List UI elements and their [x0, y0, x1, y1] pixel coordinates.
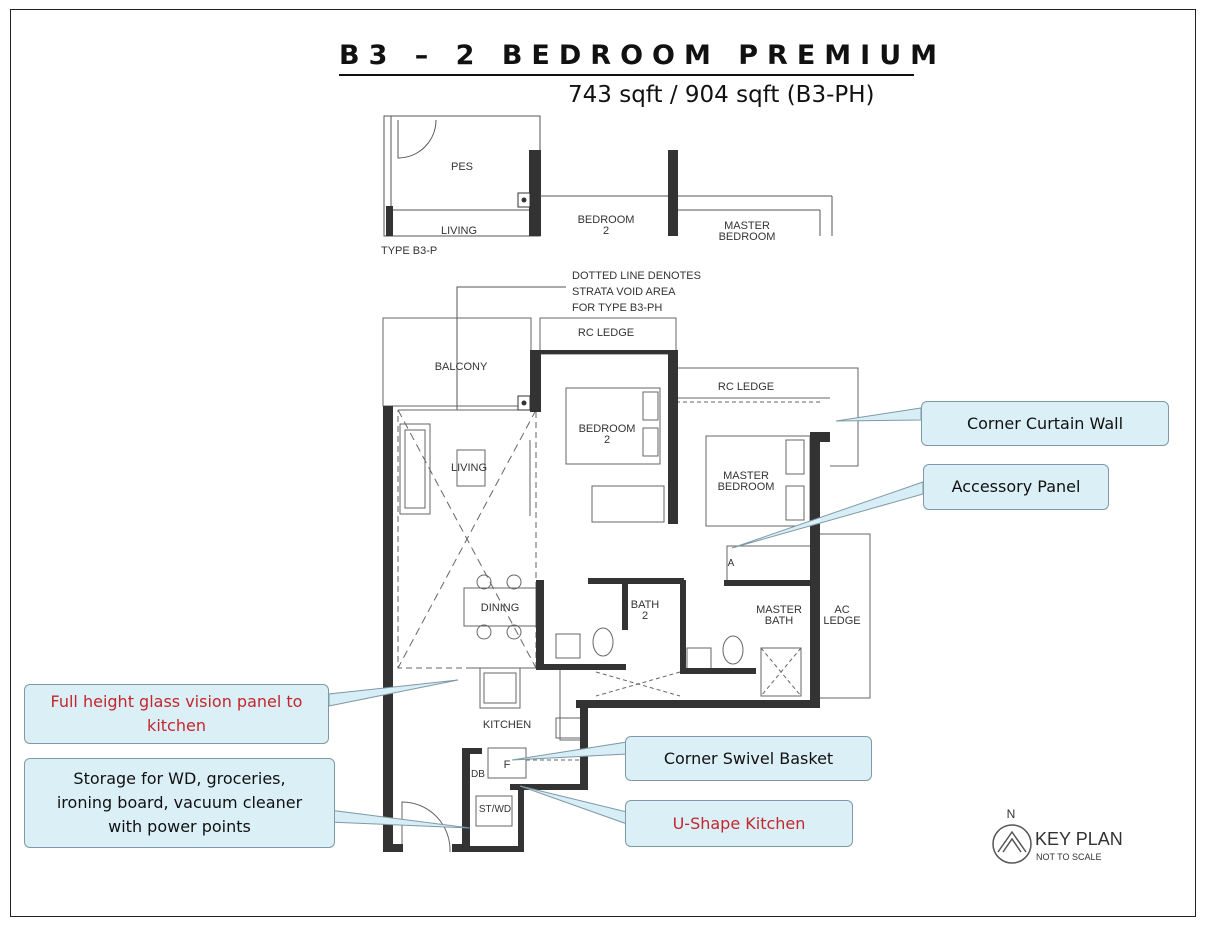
label-type-b3p: TYPE B3-P: [381, 245, 437, 257]
callout-glass-panel: Full height glass vision panel to kitche…: [24, 684, 329, 744]
callout-glass-panel-line-2: kitchen: [147, 716, 206, 735]
label-ac-ledge-2: LEDGE: [823, 615, 860, 627]
callout-swivel-basket: Corner Swivel Basket: [625, 736, 872, 781]
callout-storage-line-3: with power points: [108, 817, 251, 836]
callout-swivel-basket-text: Corner Swivel Basket: [663, 748, 834, 768]
note-leader: [456, 286, 566, 410]
key-plan-scale: NOT TO SCALE: [1036, 852, 1102, 862]
callout-accessory-panel: Accessory Panel: [923, 464, 1109, 510]
callout-storage-line-1: Storage for WD, groceries,: [73, 769, 286, 788]
label-living: LIVING: [451, 462, 487, 474]
label-master-2: BEDROOM: [718, 481, 775, 493]
callout-u-shape-kitchen-text: U-Shape Kitchen: [672, 813, 806, 833]
note-line-2: STRATA VOID AREA: [572, 286, 676, 298]
label-living-top: LIVING: [441, 225, 477, 237]
key-plan-north: N: [1007, 807, 1016, 821]
label-bath2-2: 2: [642, 610, 648, 622]
callout-corner-curtain-wall-text: Corner Curtain Wall: [966, 413, 1124, 433]
label-master-bath-2: BATH: [765, 615, 794, 627]
label-master-bath-1: MASTER: [756, 604, 802, 616]
callout-storage: Storage for WD, groceries, ironing board…: [24, 758, 335, 848]
note-line-1: DOTTED LINE DENOTES: [572, 270, 701, 282]
label-accessory-mark: A: [728, 558, 735, 569]
label-pes: PES: [451, 161, 473, 173]
label-bedroom2-1: BEDROOM: [579, 423, 636, 435]
label-fridge: F: [504, 759, 511, 771]
label-bath2-1: BATH: [631, 599, 660, 611]
label-db: DB: [471, 769, 485, 780]
plan-walls: [383, 350, 830, 852]
label-kitchen: KITCHEN: [483, 719, 531, 731]
label-master-top-2: BEDROOM: [719, 231, 776, 243]
page-title: B3 – 2 BEDROOM PREMIUM: [339, 40, 937, 76]
callout-accessory-panel-text: Accessory Panel: [951, 477, 1081, 496]
label-st-wd: ST/WD: [479, 804, 511, 815]
inset-b3p: [383, 115, 833, 237]
key-plan-label: KEY PLAN: [1035, 829, 1123, 849]
label-master-top-1: MASTER: [724, 220, 770, 232]
label-ac-ledge-1: AC: [834, 604, 849, 616]
page-frame: [10, 9, 1196, 917]
label-rc-ledge-2: RC LEDGE: [718, 381, 774, 393]
label-rc-ledge-1: RC LEDGE: [578, 327, 634, 339]
callout-storage-line-2: ironing board, vacuum cleaner: [56, 793, 303, 812]
callout-corner-curtain-wall: Corner Curtain Wall: [921, 401, 1169, 446]
label-bedroom2-2: 2: [604, 434, 610, 446]
callout-u-shape-kitchen: U-Shape Kitchen: [625, 800, 853, 847]
label-master-1: MASTER: [723, 470, 769, 482]
label-bedroom2-top-1: BEDROOM: [578, 214, 635, 226]
label-dining: DINING: [481, 602, 520, 614]
note-line-3: FOR TYPE B3-PH: [572, 302, 662, 314]
label-balcony: BALCONY: [435, 361, 488, 373]
label-bedroom2-top-2: 2: [603, 225, 609, 237]
key-plan-icon: [992, 824, 1032, 864]
callout-glass-panel-line-1: Full height glass vision panel to: [50, 692, 303, 711]
unit-area: 743 sqft / 904 sqft (B3-PH): [568, 82, 875, 108]
